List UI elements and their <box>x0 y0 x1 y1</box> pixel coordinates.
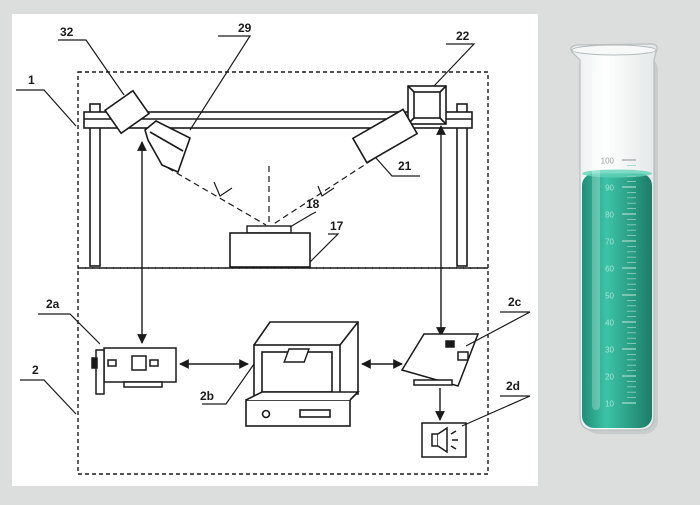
camera-32 <box>103 89 151 135</box>
scale-label-60: 60 <box>605 265 614 274</box>
label-18: 18 <box>306 197 320 211</box>
reference-labels: 1 2 32 29 22 21 18 17 2a 2b 2c 2d <box>28 21 522 403</box>
housing-22 <box>407 85 447 125</box>
controller-board-2c <box>283 333 480 387</box>
scale-label-10: 10 <box>605 400 614 409</box>
speaker-icon <box>421 422 467 458</box>
label-32: 32 <box>60 25 74 39</box>
label-2a: 2a <box>46 297 60 311</box>
cylinder-rim <box>571 44 657 56</box>
label-2: 2 <box>32 363 39 377</box>
scale-label-100: 100 <box>601 157 615 166</box>
label-17: 17 <box>330 219 344 233</box>
label-29: 29 <box>238 21 252 35</box>
cylinder-highlight <box>592 70 600 410</box>
cylinder-liquid <box>582 173 652 428</box>
scale-label-40: 40 <box>605 319 614 328</box>
label-21: 21 <box>398 159 412 173</box>
scale-label-30: 30 <box>605 346 614 355</box>
enclosure-1-dashed-box <box>77 71 489 269</box>
light-path-arrows <box>213 181 335 197</box>
scale-label-50: 50 <box>605 292 614 301</box>
cylinder-scale <box>622 159 636 404</box>
light-source-21 <box>351 108 419 164</box>
patent-diagram <box>16 35 531 475</box>
lens-29 <box>144 120 191 174</box>
label-2b: 2b <box>200 389 214 403</box>
computer-2b <box>245 321 360 427</box>
label-22: 22 <box>456 29 470 43</box>
label-1: 1 <box>28 73 35 87</box>
capture-card-2a <box>91 347 177 395</box>
scale-label-90: 90 <box>605 184 614 193</box>
label-2d: 2d <box>506 379 520 393</box>
liquid-surface <box>582 169 652 178</box>
scale-label-70: 70 <box>605 238 614 247</box>
sample-18 <box>246 225 292 234</box>
enclosure-2-dashed-box <box>77 267 489 475</box>
scale-label-20: 20 <box>605 373 614 382</box>
cylinder-scale-labels: 100 90 80 70 60 50 40 30 20 10 <box>601 157 615 409</box>
stage-17 <box>229 232 311 268</box>
label-2c: 2c <box>508 295 522 309</box>
scale-label-80: 80 <box>605 211 614 220</box>
graduated-cylinder: 100 90 80 70 60 50 40 30 20 10 <box>570 43 658 434</box>
leader-lines <box>16 35 531 427</box>
light-path-dashed <box>167 159 373 226</box>
